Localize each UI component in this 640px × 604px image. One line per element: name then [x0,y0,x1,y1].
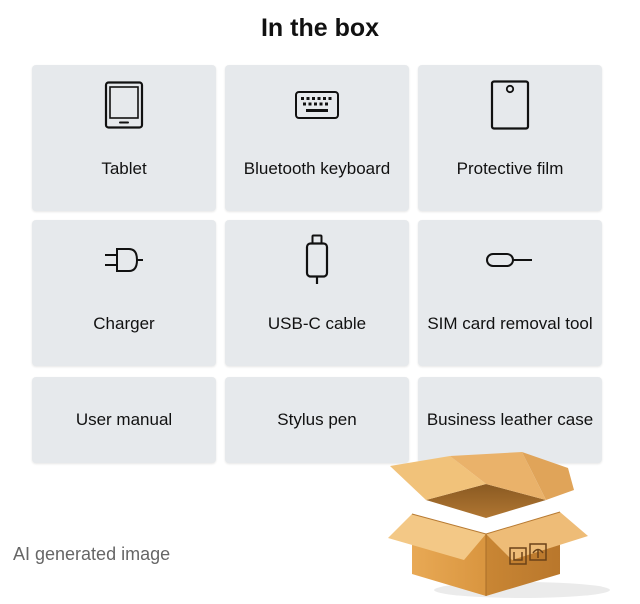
item-card-user-manual: User manual [32,377,216,463]
item-card-leather-case: Business leather case [418,377,602,463]
item-label: Tablet [101,159,147,178]
cardboard-box-image [382,448,612,599]
item-label: User manual [75,410,173,429]
item-label: Stylus pen [277,410,357,429]
protective-film-icon [418,79,602,131]
item-label: Protective film [456,159,564,178]
item-card-sim-tool: SIM card removal tool [418,220,602,366]
item-label: Business leather case [426,410,594,429]
item-card-tablet: Tablet [32,65,216,211]
item-card-usb-c-cable: USB-C cable [225,220,409,366]
sim-tool-icon [418,234,602,286]
page-title: In the box [260,14,380,42]
item-card-charger: Charger [32,220,216,366]
item-label: SIM card removal tool [427,314,593,333]
item-card-stylus-pen: Stylus pen [225,377,409,463]
keyboard-icon [225,79,409,131]
ai-generated-watermark: AI generated image [13,544,171,564]
usb-c-cable-icon [225,234,409,286]
item-label: Bluetooth keyboard [243,159,391,178]
item-label: USB-C cable [267,314,367,333]
item-label: Charger [93,314,155,333]
item-card-bluetooth-keyboard: Bluetooth keyboard [225,65,409,211]
tablet-icon [32,79,216,131]
item-card-protective-film: Protective film [418,65,602,211]
plug-icon [32,234,216,286]
